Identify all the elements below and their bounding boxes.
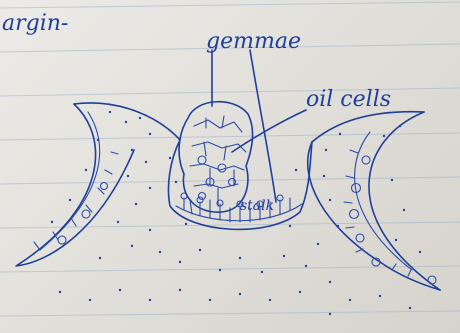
oil-cells-label: oil cells <box>306 87 391 112</box>
margin-label: argin- <box>2 11 68 36</box>
left-margin-lobe <box>16 103 180 266</box>
stipple-dots <box>51 111 421 315</box>
gemmae-cluster <box>179 102 252 212</box>
right-margin-lobe <box>308 112 440 290</box>
stalk-label: stalk <box>240 198 274 214</box>
gemmae-label: gemmae <box>206 29 301 54</box>
